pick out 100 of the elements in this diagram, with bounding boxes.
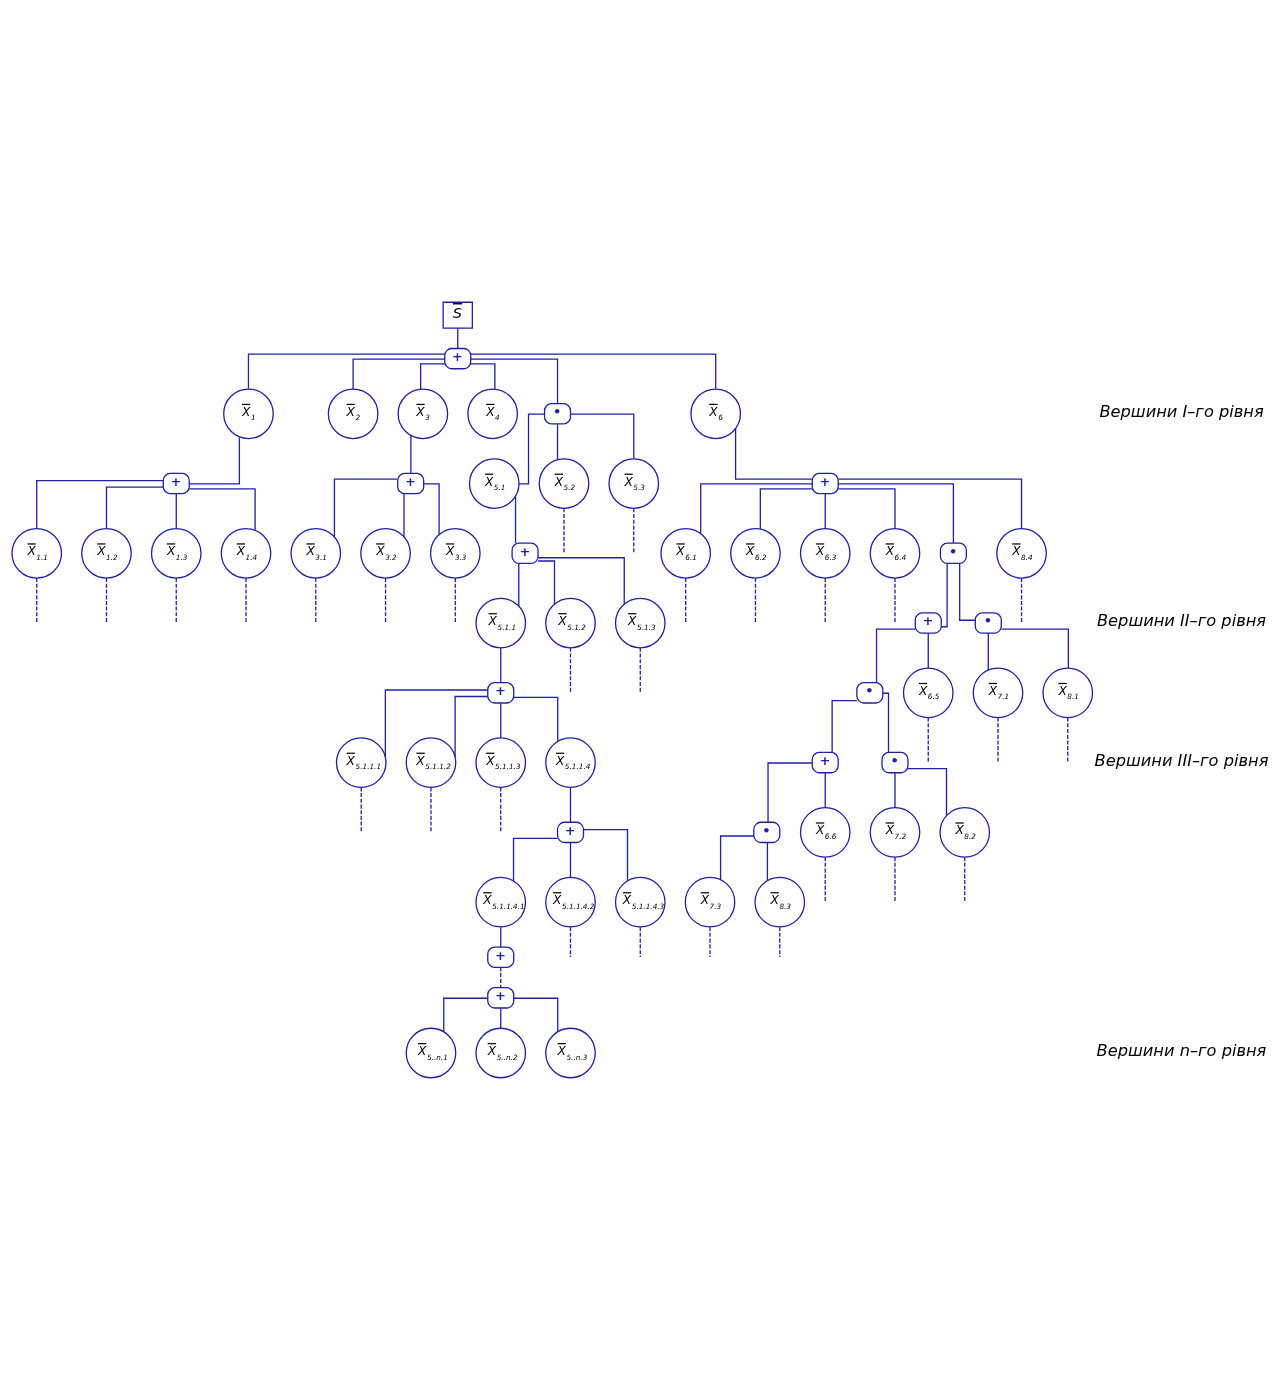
connector xyxy=(1020,577,1023,624)
connector xyxy=(959,562,976,621)
node-circle: X$_{1.3}$ xyxy=(150,527,202,579)
connector xyxy=(940,562,948,628)
connector xyxy=(779,926,781,958)
node-circle: X$_{4}$ xyxy=(467,388,518,440)
connector xyxy=(639,647,641,693)
connector xyxy=(837,478,1023,530)
connector xyxy=(245,577,247,624)
connector xyxy=(188,488,256,531)
node-circle: X$_{5.1.1.4}$ xyxy=(545,737,596,788)
node-circle: X$_{6.5}$ xyxy=(902,667,954,719)
node-circle: X$_{5.1.1.3}$ xyxy=(475,737,527,788)
node-circle: X$_{3.1}$ xyxy=(290,527,342,579)
connector xyxy=(709,926,711,958)
node-circle: X$_{5..n.2}$ xyxy=(475,1027,527,1079)
connector xyxy=(454,577,456,624)
connector xyxy=(518,562,520,607)
node-box: + xyxy=(556,821,585,844)
connector xyxy=(569,647,572,693)
connector xyxy=(315,577,317,624)
node-box: S xyxy=(442,301,473,329)
node-circle: X$_{3.2}$ xyxy=(360,527,411,579)
connector xyxy=(500,966,502,989)
connector xyxy=(831,699,858,753)
node-circle: X$_{1}$ xyxy=(223,388,274,440)
node-box: • xyxy=(881,751,909,774)
node-box: + xyxy=(487,946,515,969)
label: Вершини I–го рівня xyxy=(1099,402,1264,422)
node-circle: X$_{3}$ xyxy=(397,388,449,440)
connector xyxy=(570,413,635,460)
connector xyxy=(759,488,813,530)
node-box: • xyxy=(939,542,967,565)
connector xyxy=(454,695,489,758)
node-circle: X$_{6.6}$ xyxy=(799,806,851,858)
connector xyxy=(824,856,826,903)
connector xyxy=(882,692,890,753)
node-circle: X$_{8.3}$ xyxy=(754,876,806,928)
connector xyxy=(457,327,459,349)
connector xyxy=(894,577,896,624)
label: Вершини III–го рівня xyxy=(1094,750,1269,770)
connector xyxy=(907,768,948,817)
connector xyxy=(583,828,629,882)
connector xyxy=(247,353,446,390)
connector xyxy=(470,363,496,390)
connector xyxy=(537,560,556,605)
connector xyxy=(420,363,446,390)
connector xyxy=(470,353,717,390)
connector xyxy=(500,702,502,739)
connector xyxy=(537,557,625,605)
connector xyxy=(987,632,989,671)
node-circle: X$_{6}$ xyxy=(690,388,742,440)
node-box: • xyxy=(974,612,1002,634)
connector xyxy=(719,835,755,881)
node-circle: X$_{7.3}$ xyxy=(684,876,736,928)
node-circle: X$_{5.1.1.4.3}$ xyxy=(614,876,666,928)
connector xyxy=(639,926,641,958)
connector xyxy=(927,632,929,669)
connector xyxy=(964,856,966,903)
connector xyxy=(423,483,440,535)
connector xyxy=(633,507,635,554)
node-circle: X$_{5.1.1.2}$ xyxy=(405,737,457,788)
label: Вершини n–го рівня xyxy=(1096,1041,1267,1061)
connector xyxy=(685,577,687,624)
connector xyxy=(894,772,896,809)
connector xyxy=(569,926,572,958)
connector xyxy=(384,577,387,624)
connector xyxy=(175,577,177,624)
connector xyxy=(352,358,446,390)
connector xyxy=(1067,717,1069,763)
connector xyxy=(700,483,813,535)
connector xyxy=(514,495,517,544)
connector xyxy=(513,696,559,742)
node-circle: X$_{1.1}$ xyxy=(11,527,63,579)
connector xyxy=(734,427,813,480)
connector xyxy=(754,577,757,624)
node-circle: X$_{5.1.2}$ xyxy=(545,597,596,649)
connector xyxy=(569,842,572,878)
connector xyxy=(188,436,241,485)
node-circle: X$_{6.4}$ xyxy=(869,527,921,579)
connector xyxy=(500,647,502,684)
node-circle: X$_{5..n.3}$ xyxy=(545,1027,596,1079)
node-box: • xyxy=(856,682,884,704)
node-box: + xyxy=(487,682,515,704)
node-circle: X$_{7.1}$ xyxy=(972,667,1024,719)
node-circle: X$_{8.1}$ xyxy=(1042,667,1094,719)
node-box: • xyxy=(753,821,781,844)
connector xyxy=(824,772,826,809)
node-circle: X$_{3.3}$ xyxy=(429,527,481,579)
connector xyxy=(360,786,362,833)
node-circle: X$_{8.2}$ xyxy=(939,806,991,858)
connector xyxy=(500,786,502,833)
connector xyxy=(824,493,826,530)
node-circle: X$_{6.2}$ xyxy=(730,527,781,579)
node-circle: X$_{1.4}$ xyxy=(220,527,272,579)
node-circle: X$_{5.1.3}$ xyxy=(614,597,666,649)
connector xyxy=(105,577,108,624)
connector xyxy=(500,926,502,948)
connector xyxy=(569,786,572,823)
connector xyxy=(997,717,999,763)
